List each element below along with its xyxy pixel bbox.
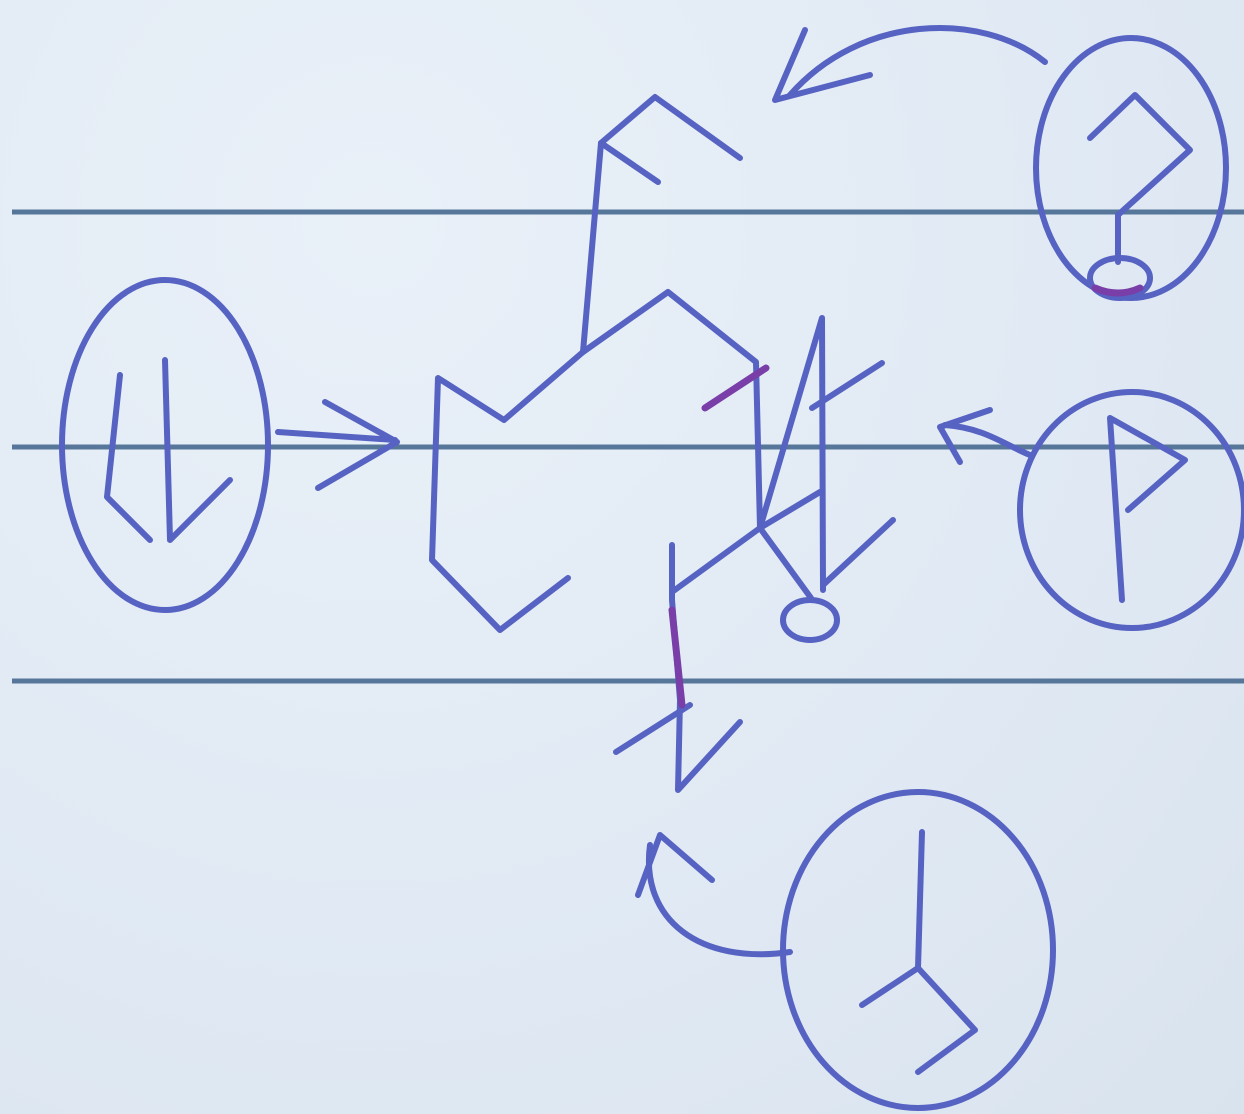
left-zigzag [429, 349, 586, 633]
right-arrow-shaft [942, 422, 1033, 458]
top-right-fragment-chain [1087, 92, 1193, 265]
top-chain [598, 94, 743, 185]
ring-to-bottom [669, 525, 763, 595]
left-arrow-shaft [275, 429, 398, 443]
bottom-fragment [780, 789, 1056, 1111]
right-arrow-head [937, 407, 993, 465]
top-right-accent [1091, 284, 1144, 297]
left-arrow-head [315, 399, 400, 491]
left-arrow [275, 399, 400, 491]
tick-lower-right [820, 517, 896, 588]
bridge-cross [757, 489, 823, 531]
top-right-arrow [772, 25, 1048, 103]
bottom-fragment-branch [915, 965, 978, 1075]
core-molecule [429, 94, 896, 793]
bottom-arrow-shaft [645, 842, 793, 958]
tick-bottom [613, 702, 693, 755]
right-fragment [1017, 389, 1244, 631]
bottom-arrow-head [635, 832, 715, 898]
bridge-bond [757, 315, 826, 593]
bottom-fragment-stem [859, 829, 925, 1008]
left-fragment-chain [104, 372, 153, 543]
top-chain-bond [580, 140, 604, 355]
bottom-arrow [635, 832, 793, 958]
right-fragment-circle [1017, 389, 1244, 631]
top-right-fragment-ring [1087, 255, 1153, 301]
oxygen-circle [780, 597, 840, 643]
left-fragment-circle [59, 277, 271, 613]
left-fragment-arrowhead [162, 357, 233, 543]
top-right-fragment [1033, 35, 1229, 301]
upper-ring-edge [580, 289, 763, 531]
right-fragment-chain [1107, 415, 1188, 603]
right-arrow [937, 407, 1033, 465]
accent-stroke-2 [668, 606, 686, 709]
ring-to-oxygen [757, 525, 814, 601]
top-right-arrow-head [772, 27, 873, 103]
top-right-arrow-shaft [787, 25, 1048, 98]
left-fragment [59, 277, 271, 613]
accent-stroke-1 [701, 364, 770, 412]
tick-upper-right [809, 360, 885, 411]
